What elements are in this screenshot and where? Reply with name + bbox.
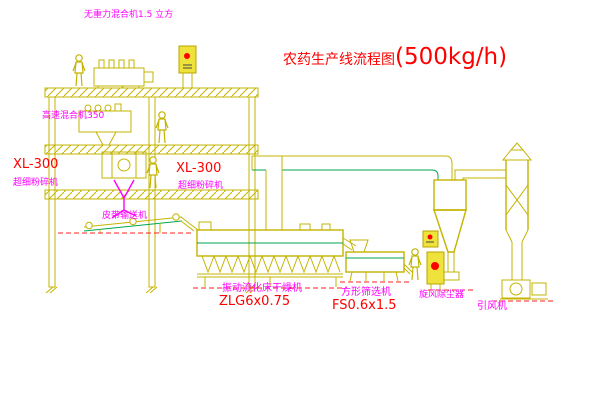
label-xl300-center-name: 超细粉碎机 [178,181,224,191]
panel-indicator-light [184,53,190,59]
label-high-speed-mixer: 高速混合机350 [42,111,105,121]
square-sieve [340,237,413,283]
mixer-discharge-cone [95,131,117,146]
title-capacity: (500kg/h) [395,44,508,70]
label-xl300-left-name: 超细粉碎机 [13,178,59,188]
rotary-valve [442,271,460,281]
label-zero-gravity-mixer: 无重力混合机1.5 立方 [84,10,174,20]
label-xl300-center-model: XL-300 [176,161,222,176]
belt-conveyor [58,213,199,234]
mixer-motor [143,71,154,83]
sieve-outlet [403,263,413,275]
floor-beam [44,87,259,98]
footing-hatch [45,286,258,294]
cyclone-cone [433,209,467,253]
label-sieve-name: 方形筛选机 [341,287,391,298]
conveyor-roller [85,221,93,230]
dryer-feed-inlet [198,221,212,231]
building-frame [44,87,259,294]
exhaust-stack [492,142,556,302]
conveyor-roller [129,217,137,226]
label-sieve-model: FS0.6x1.5 [332,298,397,313]
crusher-xl300 [101,151,147,179]
label-xl300-left-model: XL-300 [13,157,59,172]
floor-beam [44,189,259,200]
stack-cap [501,149,533,161]
worker-figure [155,111,169,144]
fluid-bed-dryer [193,221,347,289]
sieve-feed-chute [342,237,357,251]
floor-beam [44,144,259,155]
label-belt-conveyor: 皮带输送机 [102,211,148,221]
panel-indicator-light [431,262,439,270]
dryer-riser-duct [265,156,283,230]
high-speed-mixer [78,103,132,146]
control-panel-2 [422,230,439,248]
exhaust-duct [251,155,453,230]
worker-figure [72,54,86,87]
control-panel-1 [178,45,197,88]
title-text: 农药生产线流程图 [283,52,395,68]
induced-draft-fan [492,279,556,302]
sieve-hopper [349,239,369,253]
fan-motor [531,282,547,296]
conveyor-roller [172,213,180,221]
worker-figure [408,248,422,281]
label-dryer-model: ZLG6x0.75 [219,294,291,309]
label-fan: 引风机 [477,301,507,312]
cyclone-outlet-duct [454,169,506,180]
label-cyclone: 旋风除尘器 [419,290,465,300]
stack-brace [505,184,529,216]
dryer-springs [201,254,341,274]
control-panel-3 [426,251,445,290]
feed-chute [180,216,199,232]
label-dryer-name: 振动流化床干燥机 [222,283,302,294]
diagram-title: 农药生产线流程图 (500kg/h) [283,44,507,70]
cyclone-separator [428,169,506,291]
discharge-y-pipe [111,179,137,219]
panel-indicator-light [427,234,433,240]
zero-gravity-mixer [93,59,154,89]
